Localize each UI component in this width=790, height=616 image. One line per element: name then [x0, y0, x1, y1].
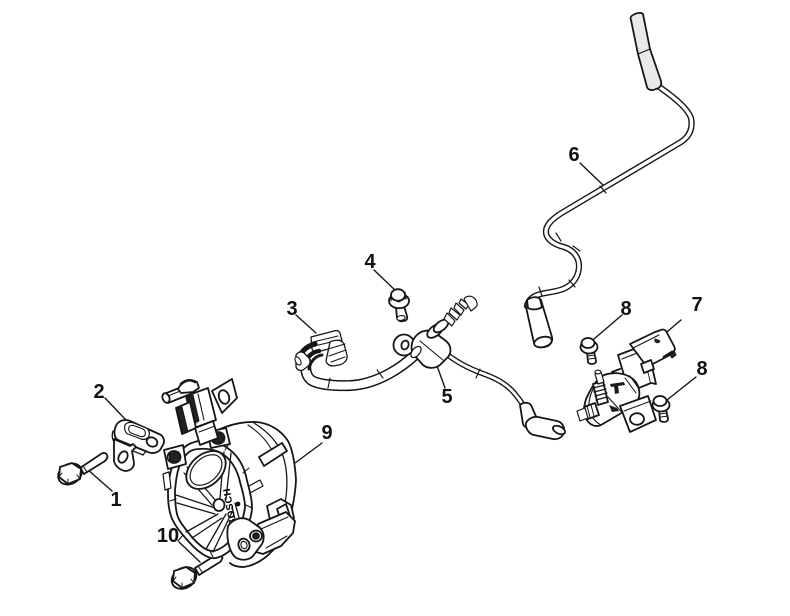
svg-text:2: 2: [93, 381, 104, 403]
svg-text:3: 3: [286, 298, 297, 320]
svg-text:7: 7: [691, 294, 702, 316]
svg-text:4: 4: [364, 251, 376, 273]
svg-text:8: 8: [696, 358, 707, 380]
svg-text:1: 1: [110, 489, 121, 511]
svg-text:9: 9: [321, 422, 332, 444]
svg-text:8: 8: [620, 298, 631, 320]
svg-text:10: 10: [157, 525, 179, 547]
svg-text:6: 6: [568, 144, 579, 166]
svg-text:5: 5: [441, 386, 452, 408]
